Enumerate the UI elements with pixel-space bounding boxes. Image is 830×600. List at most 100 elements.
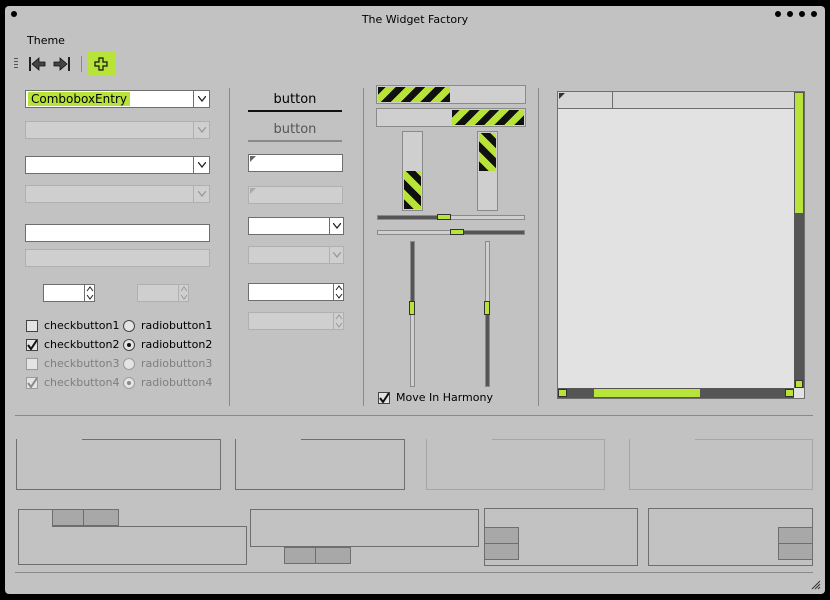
title-bar[interactable]: The Widget Factory [5,6,825,32]
spin-arrows[interactable] [333,284,343,300]
notebook-tab[interactable] [778,527,813,544]
scale-v1[interactable] [409,241,415,387]
toolbar-grip[interactable] [14,58,18,68]
scale-slider[interactable] [484,301,490,315]
tree-view[interactable] [557,91,805,399]
checkmark-icon [379,392,390,404]
checkbutton1-box[interactable] [26,320,38,332]
entry-with-corner-disabled [248,186,343,204]
goto-last-button[interactable] [52,54,72,74]
notebook-tab[interactable] [83,509,119,526]
combobox[interactable] [25,156,210,174]
scrollbar-thumb[interactable] [594,389,700,397]
scale-v2[interactable] [484,241,490,387]
window-close-icon[interactable] [811,11,817,17]
checkbutton3-box [26,358,38,370]
chevron-down-icon [193,122,209,138]
progress-bar-h1 [376,85,526,104]
corner-icon [250,156,256,162]
progress-fill [479,133,496,171]
spin-arrows[interactable] [84,285,94,301]
checkbutton4-box [26,377,38,389]
column-separator [229,88,230,406]
notebook-tab-active[interactable] [18,509,53,527]
notebook-tab[interactable] [52,509,84,526]
push-button[interactable]: button [248,92,342,112]
scrollbar-thumb[interactable] [795,93,803,213]
radiobutton1-circle[interactable] [123,320,135,332]
chevron-down-icon[interactable] [193,157,209,173]
radiobutton3-label: radiobutton3 [141,357,213,370]
progress-bar-v1 [402,131,423,211]
notebook-tab[interactable] [778,543,813,560]
combobox-small[interactable] [248,217,344,235]
sort-corner-icon [559,93,565,99]
combobox-entry[interactable]: ComboboxEntry [25,90,210,108]
progress-bar-v2 [477,131,498,211]
notebook-tab[interactable] [484,543,519,560]
column-header[interactable] [613,92,794,109]
resize-grip-icon[interactable] [811,580,821,593]
push-button-label: button [273,122,317,137]
chevron-down-icon [193,186,209,202]
scroll-step-button[interactable] [785,389,794,397]
text-entry-disabled [25,249,210,267]
scale-h2[interactable] [377,229,525,235]
toolbar-separator [81,56,82,72]
spin-button-2[interactable] [248,283,344,301]
scale-slider[interactable] [409,301,415,315]
notebook-tab[interactable] [284,547,316,564]
window-button-icon[interactable] [799,11,805,17]
scroll-step-button[interactable] [795,380,803,388]
menu-item-theme[interactable]: Theme [27,32,65,49]
spin-button[interactable] [43,284,95,302]
statusbar-separator [15,572,813,573]
checkbutton2-label: checkbutton2 [44,338,120,351]
horizontal-scrollbar[interactable] [558,388,794,398]
harmony-label: Move In Harmony [396,391,493,404]
horizontal-separator [15,415,813,416]
scroll-step-button[interactable] [558,389,567,397]
chevron-down-icon[interactable] [193,91,209,107]
notebook-top [18,526,247,565]
frame-2 [235,439,405,490]
window-menu-icon[interactable] [11,11,17,17]
chevron-down-icon[interactable] [329,218,343,234]
window-title: The Widget Factory [361,13,469,26]
add-button[interactable] [87,52,115,76]
window-button-icon[interactable] [787,11,793,17]
main-window: The Widget Factory Theme ComboboxEntry [5,6,825,594]
radiobutton2-circle[interactable] [123,339,135,351]
column-header[interactable] [558,92,613,109]
radiobutton4-label: radiobutton4 [141,376,213,389]
checkmark-icon [27,339,38,351]
radiobutton2-label: radiobutton2 [141,338,213,351]
goto-last-icon [53,57,70,71]
vertical-scrollbar[interactable] [794,92,804,388]
checkbutton1-label: checkbutton1 [44,319,120,332]
checkbutton2-box[interactable] [26,339,38,351]
plus-icon [94,57,108,71]
radiobutton1-label: radiobutton1 [141,319,213,332]
progress-fill [452,110,524,125]
notebook-tab[interactable] [484,527,519,544]
goto-first-button[interactable] [27,54,47,74]
text-entry[interactable] [25,224,210,242]
radio-dot [127,381,131,385]
column-separator [538,88,539,406]
window-button-icon[interactable] [775,11,781,17]
combobox-small-disabled [248,246,344,264]
scale-slider[interactable] [450,229,464,235]
progress-fill [404,171,421,209]
checkmark-icon [27,377,38,389]
harmony-checkbox[interactable] [378,392,390,404]
frame-3 [426,439,605,490]
notebook-tab[interactable] [315,547,351,564]
scale-h1[interactable] [377,214,525,220]
checkbutton4-label: checkbutton4 [44,376,120,389]
progress-fill [378,87,450,102]
scale-slider[interactable] [437,214,451,220]
notebook-bottom [250,509,479,547]
entry-with-corner[interactable] [248,154,343,172]
menu-item-label: Theme [27,34,65,47]
